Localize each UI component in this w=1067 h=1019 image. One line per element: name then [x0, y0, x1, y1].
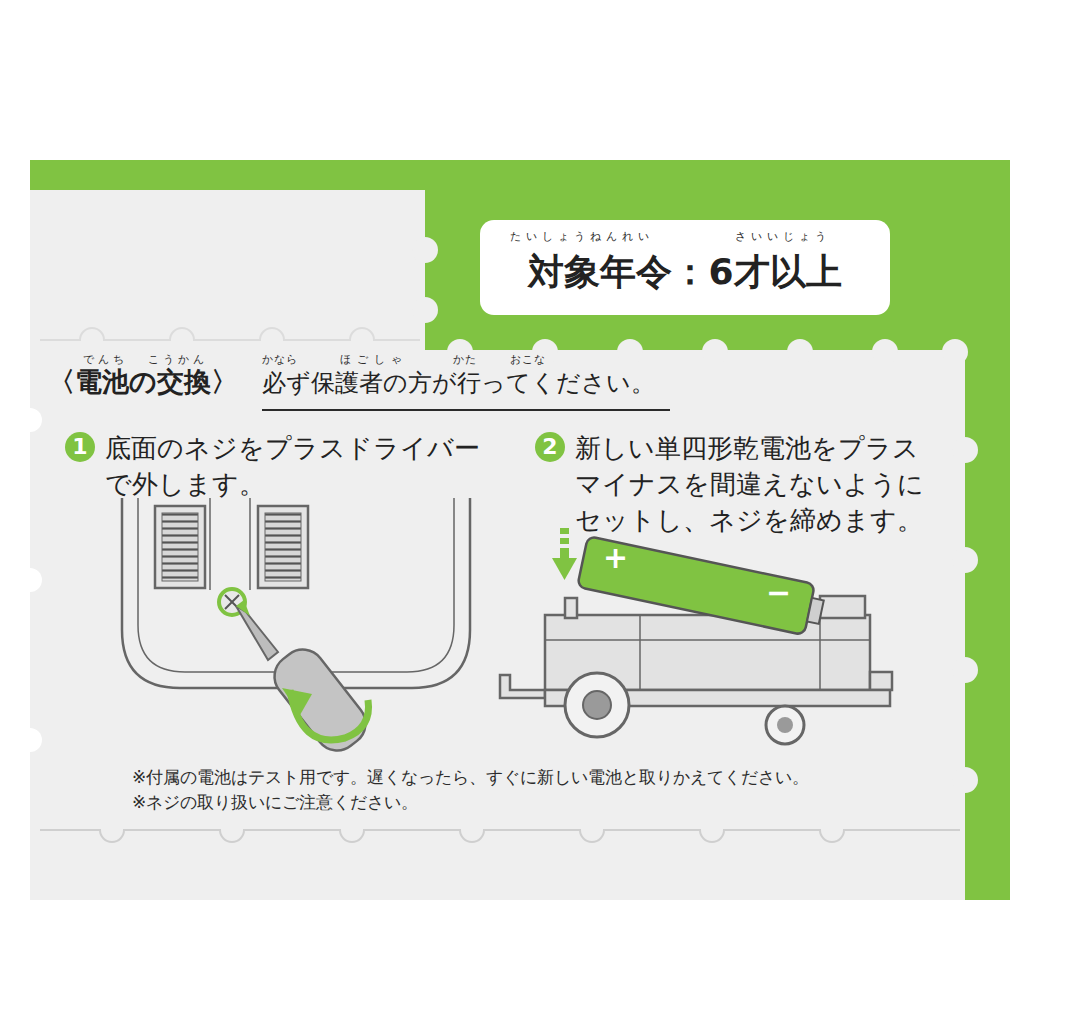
note: ※付属の電池はテスト用です。遅くなったら、すぐに新しい電池と取りかえてください。 — [132, 766, 809, 789]
section-title: 〈電池の交換〉 — [48, 364, 238, 400]
furigana: かた — [453, 352, 477, 367]
step-text: 新しい単四形乾電池をプラスマイナスを間違えないようにセットし、ネジを締めます。 — [575, 430, 931, 538]
insert-arrow — [552, 528, 577, 580]
note: ※ネジの取り扱いにご注意ください。 — [132, 791, 418, 814]
polarity-mark: − — [766, 575, 791, 610]
furigana: こうかん — [148, 352, 208, 367]
furigana: おこな — [510, 352, 546, 367]
furigana: さいいじょう — [735, 229, 831, 244]
furigana: かなら — [262, 352, 298, 367]
panel-outline — [40, 830, 960, 842]
callout-number: 1 — [65, 432, 95, 462]
furigana: でんち — [83, 352, 128, 367]
puzzle-notch — [18, 408, 42, 752]
furigana: たいしょうねんれい — [510, 229, 654, 244]
puzzle-panel — [30, 339, 978, 900]
polarity-mark: + — [603, 540, 628, 575]
puzzle-panel-top — [30, 190, 438, 360]
step-box: 2 新しい単四形乾電池をプラスマイナスを間違えないようにセットし、ネジを締めます。 — [535, 430, 955, 538]
warning-text: 必ず保護者の方が行ってください。 — [262, 367, 655, 399]
wheel — [565, 673, 804, 744]
battery-panel: 〈電池の交換〉必ず保護者の方が行ってください。 1 底面のネジをプラスドライバーで外… — [30, 350, 965, 900]
step-text: 底面のネジをプラスドライバーで外します。 — [105, 430, 485, 502]
callout-number: 2 — [535, 432, 565, 462]
green-frame — [30, 160, 1010, 900]
underline — [262, 409, 670, 411]
age-box-bg — [480, 220, 890, 315]
step-box: 1 底面のネジをプラスドライバーで外します。 — [65, 430, 505, 502]
battery — [577, 536, 826, 638]
rotate-arrow — [282, 688, 369, 740]
panel-outline — [40, 328, 420, 340]
furigana: ほごしゃ — [340, 352, 408, 367]
screwdriver — [236, 600, 374, 759]
